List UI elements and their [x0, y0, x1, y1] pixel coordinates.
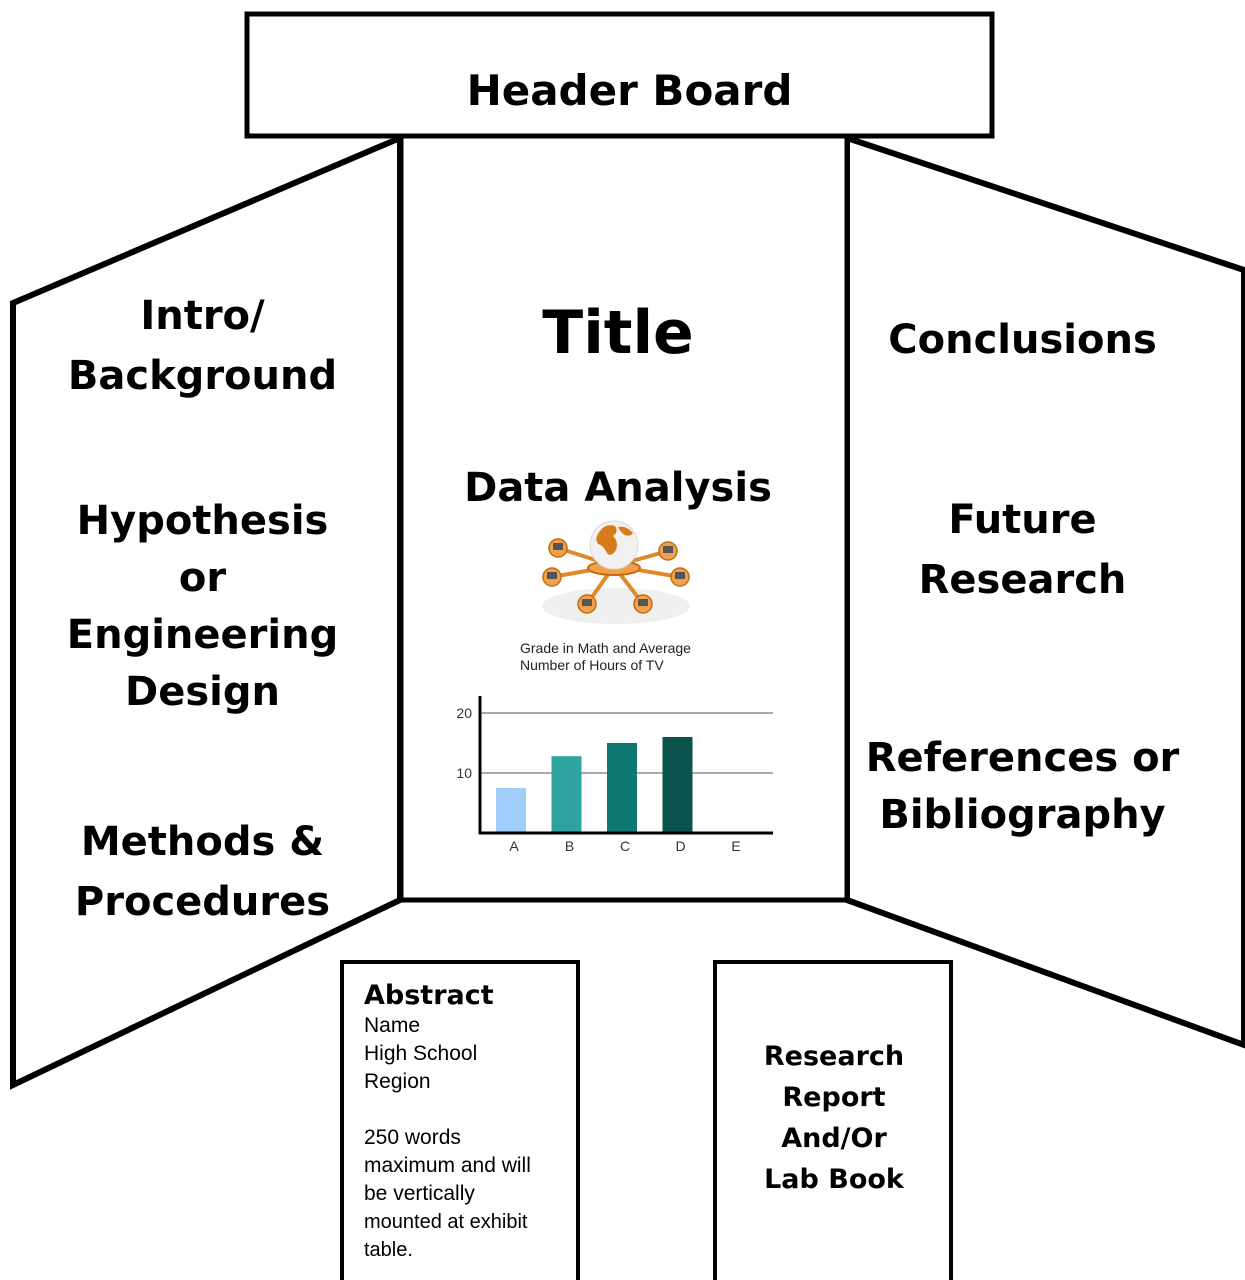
abstract-note-2: maximum and will	[364, 1154, 531, 1177]
hypothesis-line-3: Engineering	[66, 612, 339, 658]
hypothesis-line-2: or	[178, 555, 227, 601]
bar-chart: 10 20A B C D E	[456, 696, 773, 854]
bar-A	[496, 788, 526, 832]
abstract-note-3: be vertically	[364, 1182, 475, 1205]
hypothesis-line-1: Hypothesis	[76, 498, 329, 544]
header-board-label: Header Board	[466, 66, 793, 115]
bar-D	[662, 737, 693, 832]
methods-heading: Methods & Procedures	[40, 812, 365, 932]
report-card	[713, 960, 953, 1280]
abstract-note-5: table.	[364, 1239, 413, 1261]
report-line-3: And/Or	[781, 1123, 887, 1154]
hypothesis-line-4: Design	[125, 669, 280, 715]
abstract-school: High School	[364, 1042, 478, 1065]
report-line-4: Lab Book	[764, 1164, 904, 1195]
x-tick-label: D	[675, 838, 685, 854]
y-tick-label: 20	[456, 705, 472, 721]
conclusions-heading: Conclusions	[888, 317, 1157, 363]
bar-B	[551, 756, 582, 832]
future-line-1: Future	[948, 497, 1097, 543]
intro-line-1: Intro/	[140, 293, 265, 339]
title-heading: Title	[542, 298, 694, 368]
x-tick-label: E	[731, 838, 740, 854]
references-heading: References or Bibliography	[860, 730, 1185, 844]
chart-title: Grade in Math and Average Number of Hour…	[520, 640, 750, 674]
abstract-name: Name	[364, 1014, 421, 1037]
methods-line-1: Methods &	[80, 819, 325, 865]
references-line-2: Bibliography	[879, 792, 1166, 838]
x-tick-label: A	[509, 838, 519, 854]
report-line-2: Report	[782, 1082, 886, 1113]
abstract-card-content: Abstract Name High School Region 250 wor…	[364, 980, 569, 1264]
report-card-content: Research Report And/Or Lab Book	[717, 1036, 951, 1200]
methods-line-2: Procedures	[74, 879, 331, 925]
references-line-1: References or	[865, 735, 1180, 781]
intro-background-heading: Intro/ Background	[40, 286, 365, 406]
chart-title-line-1: Grade in Math and Average	[520, 640, 691, 656]
header-board	[244, 11, 995, 139]
data-analysis-heading: Data Analysis	[464, 465, 772, 511]
abstract-region: Region	[364, 1070, 431, 1093]
future-research-heading: Future Research	[860, 490, 1185, 610]
report-line-1: Research	[763, 1041, 905, 1072]
bar-C	[607, 743, 637, 832]
abstract-note-1: 250 words	[364, 1126, 461, 1149]
y-tick-label: 10	[456, 765, 472, 781]
globe-network-icon	[542, 520, 690, 624]
abstract-title: Abstract	[364, 980, 494, 1011]
chart-title-line-2: Number of Hours of TV	[520, 657, 664, 673]
hypothesis-heading: Hypothesis or Engineering Design	[40, 493, 365, 721]
future-line-2: Research	[918, 557, 1127, 603]
x-tick-label: C	[620, 838, 630, 854]
intro-line-2: Background	[67, 353, 338, 399]
abstract-note-4: mounted at exhibit	[364, 1211, 528, 1233]
x-tick-label: B	[565, 838, 574, 854]
abstract-card	[340, 960, 580, 1280]
